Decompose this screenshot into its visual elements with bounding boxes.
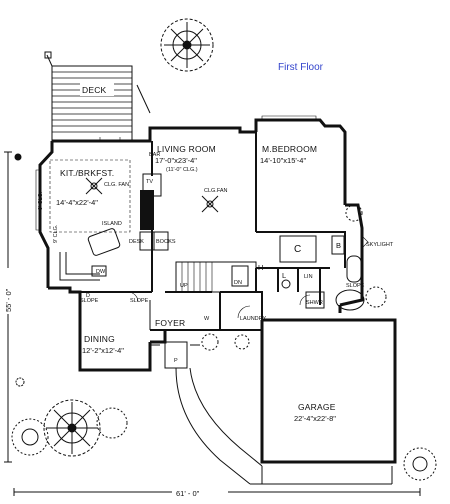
- ceiling-fan-living-icon: [201, 195, 219, 213]
- tree-bottom-right: [14, 153, 437, 481]
- kitchen-dashed-outline: [49, 159, 131, 233]
- slope-foyer-label: SLOPE: [130, 298, 149, 304]
- master-bedroom-dim: 14'-10"x15'-4": [260, 156, 306, 165]
- desk-label: DESK: [129, 239, 144, 245]
- shower-label: SHWR: [306, 300, 323, 306]
- d-label: D: [86, 293, 90, 299]
- exterior-walls: [38, 118, 397, 464]
- slope-dining-label: SLOPE: [80, 298, 99, 304]
- porch-p-label: P: [174, 358, 178, 364]
- kitchen-dim: 14'-4"x22'-4": [56, 198, 98, 207]
- living-fan-label: CLG.FAN: [204, 188, 228, 194]
- clg-9-label: 9' CLG.: [38, 191, 44, 210]
- ceiling-fan-kitchen-icon: [85, 177, 103, 195]
- stair-dn-label: DN: [234, 280, 242, 286]
- lin-label: LIN: [304, 274, 313, 280]
- laundry-label: LAUNDRY: [240, 316, 267, 322]
- kitchen-fan-label: CLG. FAN: [104, 182, 129, 188]
- clg-9b-label: 9' CLG.: [53, 224, 59, 243]
- linen-l-label: L: [282, 271, 286, 280]
- stair-up-label: UP: [180, 283, 188, 289]
- dining-name: DINING: [84, 334, 115, 344]
- skylight-label: SKYLIGHT: [366, 242, 394, 248]
- door-swing-marks: [127, 291, 311, 319]
- living-room-name: LIVING ROOM: [157, 144, 216, 154]
- width-dimension: 61' - 0": [176, 489, 200, 498]
- garage-name: GARAGE: [298, 402, 336, 412]
- living-room-clg: (11'-0" CLG.): [166, 167, 198, 173]
- tv-label: TV: [146, 179, 153, 185]
- deck-label: DECK: [82, 85, 107, 95]
- slope-bath-label: SLOPE: [346, 283, 365, 289]
- closet-c-label: C: [294, 244, 301, 255]
- bar-label: BAR: [149, 152, 160, 158]
- living-room-dim: 17'-0"x23'-4": [155, 156, 197, 165]
- tree-top: [160, 18, 214, 72]
- dw-label: DW: [96, 269, 106, 275]
- master-bedroom-name: M.BEDROOM: [262, 144, 317, 154]
- hall-h-label: H: [258, 263, 263, 272]
- tree-bottom-left: [11, 399, 128, 457]
- deck: [44, 51, 151, 142]
- garage-dim: 22'-4"x22'-8": [294, 414, 336, 423]
- depth-dimension: 55' - 0": [4, 288, 13, 312]
- kitchen-name: KIT./BRKFST.: [60, 168, 114, 178]
- skylight-icon: [361, 235, 369, 249]
- books-label: BOOKS: [156, 239, 176, 245]
- interior-walls: [59, 132, 393, 485]
- bath-b-label: B: [336, 241, 341, 250]
- window-marks: [35, 115, 317, 231]
- dining-dim: 12'-2"x12'-4": [82, 346, 124, 355]
- w-label: W: [204, 316, 210, 322]
- plan-title: First Floor: [278, 62, 324, 73]
- foyer-name: FOYER: [155, 318, 185, 328]
- island-label: ISLAND: [102, 221, 122, 227]
